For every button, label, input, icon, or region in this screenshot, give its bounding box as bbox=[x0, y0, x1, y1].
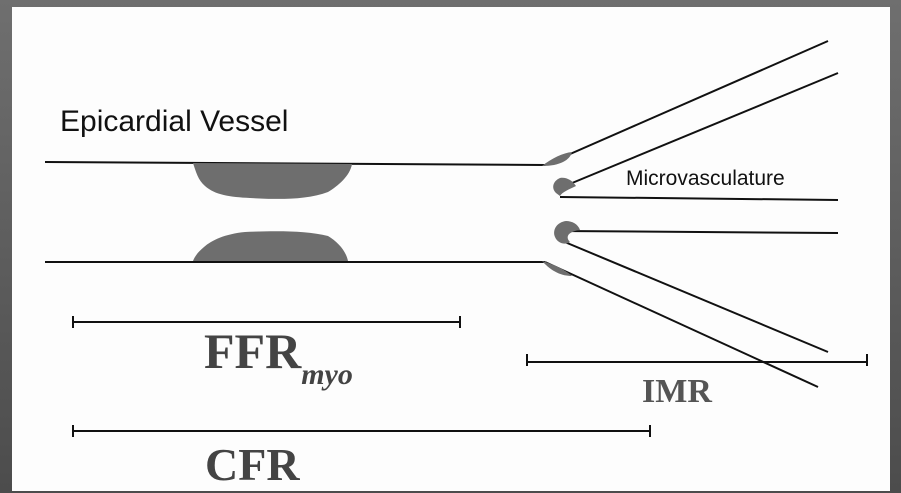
microvasculature-label: Microvasculature bbox=[626, 167, 785, 190]
micro-plaque-2 bbox=[553, 177, 576, 196]
micro-plaque-1 bbox=[542, 152, 572, 166]
diagram-canvas bbox=[12, 7, 890, 491]
imr-bracket bbox=[526, 354, 868, 366]
imr-label: IMR bbox=[642, 373, 712, 410]
vessel-wall-top bbox=[44, 161, 546, 166]
micro-plaque-4 bbox=[542, 261, 572, 276]
epicardial-vessel-label: Epicardial Vessel bbox=[60, 105, 289, 138]
micro-plaque-3 bbox=[554, 221, 580, 244]
branch-1 bbox=[544, 40, 829, 166]
ffr-subscript: myo bbox=[301, 358, 353, 391]
ffr-label: FFRmyo bbox=[204, 322, 353, 391]
plaque-bottom bbox=[193, 231, 348, 261]
branch-3 bbox=[559, 196, 839, 201]
branch-4 bbox=[559, 230, 839, 234]
cfr-bracket bbox=[72, 425, 651, 437]
ffr-bracket bbox=[72, 316, 461, 328]
ffr-main-text: FFR bbox=[204, 323, 302, 379]
branch-5 bbox=[559, 239, 829, 353]
cfr-label: CFR bbox=[205, 439, 300, 490]
branch-2 bbox=[559, 72, 839, 189]
plaque-top bbox=[193, 163, 352, 199]
branch-6 bbox=[544, 261, 819, 388]
